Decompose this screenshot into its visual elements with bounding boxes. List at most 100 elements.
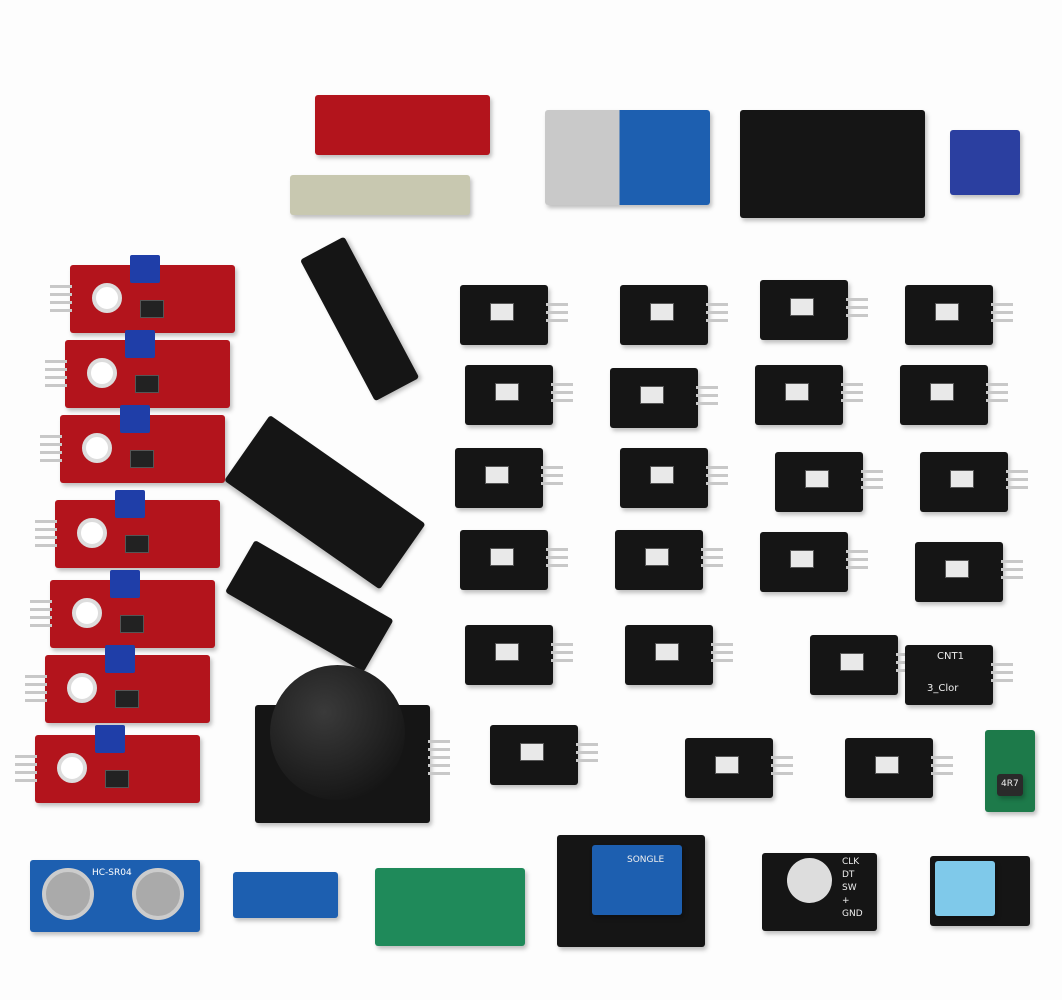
sensor-module bbox=[465, 365, 573, 425]
red-sensor-board bbox=[45, 330, 230, 408]
potentiometer bbox=[125, 330, 155, 358]
pin-header bbox=[1006, 470, 1028, 489]
pin-header bbox=[40, 435, 62, 463]
mount-hole bbox=[82, 433, 112, 463]
pin bbox=[991, 319, 1013, 322]
inductor-label: 4R7 bbox=[1001, 779, 1019, 789]
pin-header bbox=[706, 466, 728, 485]
pin bbox=[991, 671, 1013, 674]
pin bbox=[45, 384, 67, 388]
pin bbox=[576, 759, 598, 762]
pin bbox=[711, 651, 733, 654]
pin bbox=[40, 443, 62, 447]
sensor-module bbox=[615, 530, 723, 590]
pin bbox=[701, 564, 723, 567]
pin bbox=[15, 779, 37, 783]
pin bbox=[551, 651, 573, 654]
pin bbox=[991, 679, 1013, 682]
component bbox=[930, 383, 954, 401]
pin bbox=[428, 756, 450, 760]
pin bbox=[15, 763, 37, 767]
pin bbox=[428, 740, 450, 744]
component bbox=[495, 643, 519, 661]
dht11-module bbox=[930, 856, 1030, 926]
pin-header bbox=[846, 550, 868, 569]
pin-header bbox=[696, 386, 718, 405]
sensor-module bbox=[905, 285, 1013, 345]
pin bbox=[701, 556, 723, 559]
pin bbox=[706, 466, 728, 469]
pin bbox=[861, 470, 883, 473]
pin bbox=[551, 659, 573, 662]
pin bbox=[546, 564, 568, 567]
pin bbox=[986, 399, 1008, 402]
pin bbox=[706, 303, 728, 306]
pin bbox=[846, 558, 868, 561]
soil-probe bbox=[290, 175, 470, 215]
sensor-module bbox=[465, 625, 573, 685]
sensor-module bbox=[845, 738, 953, 798]
sensor-module bbox=[625, 625, 733, 685]
pin bbox=[706, 474, 728, 477]
component bbox=[790, 550, 814, 568]
component bbox=[790, 298, 814, 316]
potentiometer bbox=[120, 405, 150, 433]
relay-cube bbox=[592, 845, 682, 915]
component bbox=[950, 470, 974, 488]
pin bbox=[706, 482, 728, 485]
component bbox=[640, 386, 664, 404]
joystick-module bbox=[255, 665, 450, 823]
mount-hole bbox=[57, 753, 87, 783]
component bbox=[945, 560, 969, 578]
pin bbox=[846, 550, 868, 553]
pin-header bbox=[25, 675, 47, 703]
amplifier-module bbox=[233, 872, 338, 918]
component bbox=[805, 470, 829, 488]
comparator-chip bbox=[130, 450, 154, 468]
pin bbox=[696, 386, 718, 389]
mount-hole bbox=[67, 673, 97, 703]
transducer bbox=[42, 868, 94, 920]
pin bbox=[35, 528, 57, 532]
pin bbox=[40, 451, 62, 455]
pin bbox=[861, 486, 883, 489]
pin-header bbox=[931, 756, 953, 775]
pin bbox=[1001, 576, 1023, 579]
pin bbox=[551, 399, 573, 402]
encoder-pin-label: + bbox=[842, 896, 850, 906]
potentiometer bbox=[130, 255, 160, 283]
pin bbox=[45, 376, 67, 380]
sensor-module bbox=[775, 452, 883, 512]
sd-card-module bbox=[545, 110, 710, 205]
red-sensor-board bbox=[50, 255, 235, 333]
dc-dc-module: 4R7 bbox=[985, 730, 1035, 812]
component bbox=[490, 303, 514, 321]
pin bbox=[546, 556, 568, 559]
pin bbox=[771, 772, 793, 775]
pin bbox=[50, 293, 72, 297]
pin bbox=[711, 643, 733, 646]
pin bbox=[771, 764, 793, 767]
pin-header bbox=[841, 383, 863, 402]
pin bbox=[841, 399, 863, 402]
pin bbox=[30, 616, 52, 620]
pin bbox=[696, 402, 718, 405]
pin bbox=[1001, 568, 1023, 571]
pin bbox=[35, 536, 57, 540]
pin bbox=[1006, 486, 1028, 489]
pin bbox=[541, 466, 563, 469]
pin bbox=[541, 474, 563, 477]
pin bbox=[25, 675, 47, 679]
component bbox=[485, 466, 509, 484]
mount-hole bbox=[77, 518, 107, 548]
pin bbox=[546, 303, 568, 306]
pin bbox=[576, 743, 598, 746]
pin bbox=[1006, 470, 1028, 473]
pin bbox=[546, 548, 568, 551]
comparator-chip bbox=[140, 300, 164, 318]
pin bbox=[25, 683, 47, 687]
sensor-module bbox=[685, 738, 793, 798]
pin-header bbox=[551, 383, 573, 402]
pin bbox=[551, 643, 573, 646]
